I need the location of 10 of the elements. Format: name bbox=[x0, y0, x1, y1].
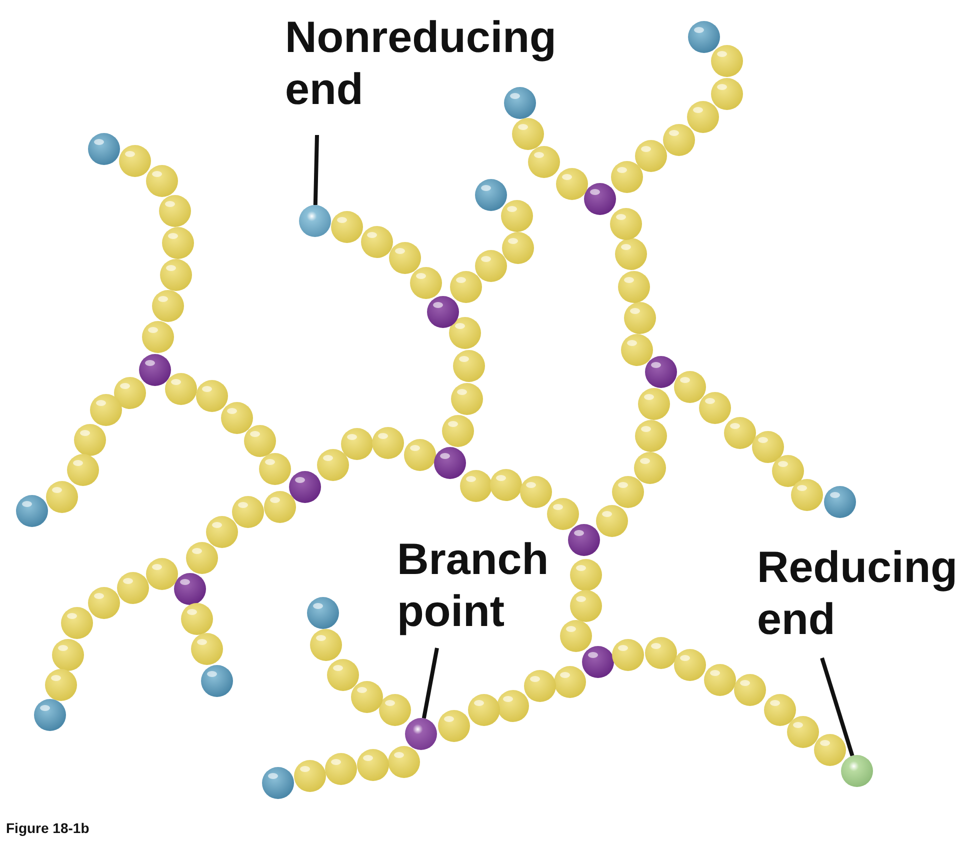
callout-label: Reducing end bbox=[757, 542, 967, 646]
sphere bbox=[299, 205, 331, 237]
callout-label: Nonreducing end bbox=[285, 12, 585, 116]
leader-line bbox=[820, 657, 854, 756]
sphere bbox=[405, 718, 437, 750]
figure-caption: Figure 18-1b bbox=[6, 820, 90, 836]
leader-line bbox=[422, 648, 439, 719]
callout-label: Branch point bbox=[397, 534, 577, 638]
leader-line bbox=[313, 134, 319, 206]
sphere bbox=[841, 755, 873, 787]
